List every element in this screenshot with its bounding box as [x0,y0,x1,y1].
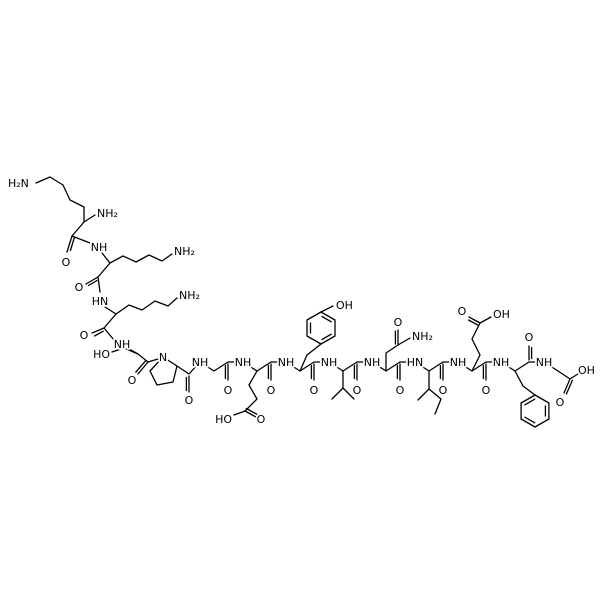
sidechain-bonds [35,176,536,416]
bond-layer [35,176,582,428]
amide-o-label: O [394,316,403,329]
carbonyl-o-label: O [128,374,137,387]
acid-hydroxyl-label: HO [215,413,232,426]
aromatic-inner-bonds [309,315,547,424]
amide-nh-label: NH [493,356,510,369]
amide-nh-label: NH [91,241,108,254]
acid-o-label: O [556,396,565,409]
proline-n-label: N [159,351,167,364]
lysine-amine-label: NH₂ [179,289,200,302]
amide-amine-label: NH₂ [412,330,433,343]
acid-o-label: O [257,413,266,426]
atom-label-layer: H₂N NH₂ O NH NH₂ O HN NH₂ O NH HO O N O … [6,175,596,428]
amide-nh-label: NH [192,356,209,369]
n-terminal-amine-label: H₂N [8,177,29,190]
amide-nh-label: HN [407,356,424,369]
acid-hydroxyl-label: OH [493,308,510,321]
double-bond-secondary [69,236,574,415]
carbonyl-o-label: O [396,384,405,397]
carbonyl-o-label: O [353,384,362,397]
serine-hydroxyl-label: HO [93,348,110,361]
amide-nh-label: NH [278,356,295,369]
amide-nh-label: NH [114,338,131,351]
carbonyl-o-label: O [80,329,89,342]
alpha-amine-label: NH₂ [97,207,118,220]
amide-nh-label: NH [536,356,553,369]
amide-nh-label: NH [450,356,467,369]
ring-bonds [149,311,550,428]
acid-o-label: O [458,305,467,318]
double-bond-primary [66,235,571,418]
carbonyl-o-label: O [185,394,194,407]
carbonyl-o-label: O [224,384,233,397]
carbonyl-o-label: O [75,281,84,294]
carbonyl-o-label: O [482,384,491,397]
carbonyl-o-label: O [62,256,71,269]
carbonyl-o-label: O [310,384,319,397]
carbonyl-o-label: O [439,384,448,397]
amide-nh-label: NH [321,356,338,369]
amide-nh-label: NH [235,356,252,369]
carbonyl-o-label: O [525,331,534,344]
c-terminal-hydroxyl-label: OH [578,364,595,377]
amide-nh-label: NH [364,356,381,369]
lysine-amine-label: NH₂ [174,245,195,258]
amide-nh-label: HN [92,295,109,308]
phenol-hydroxyl-label: OH [336,299,353,312]
carbonyl-o-label: O [267,384,276,397]
